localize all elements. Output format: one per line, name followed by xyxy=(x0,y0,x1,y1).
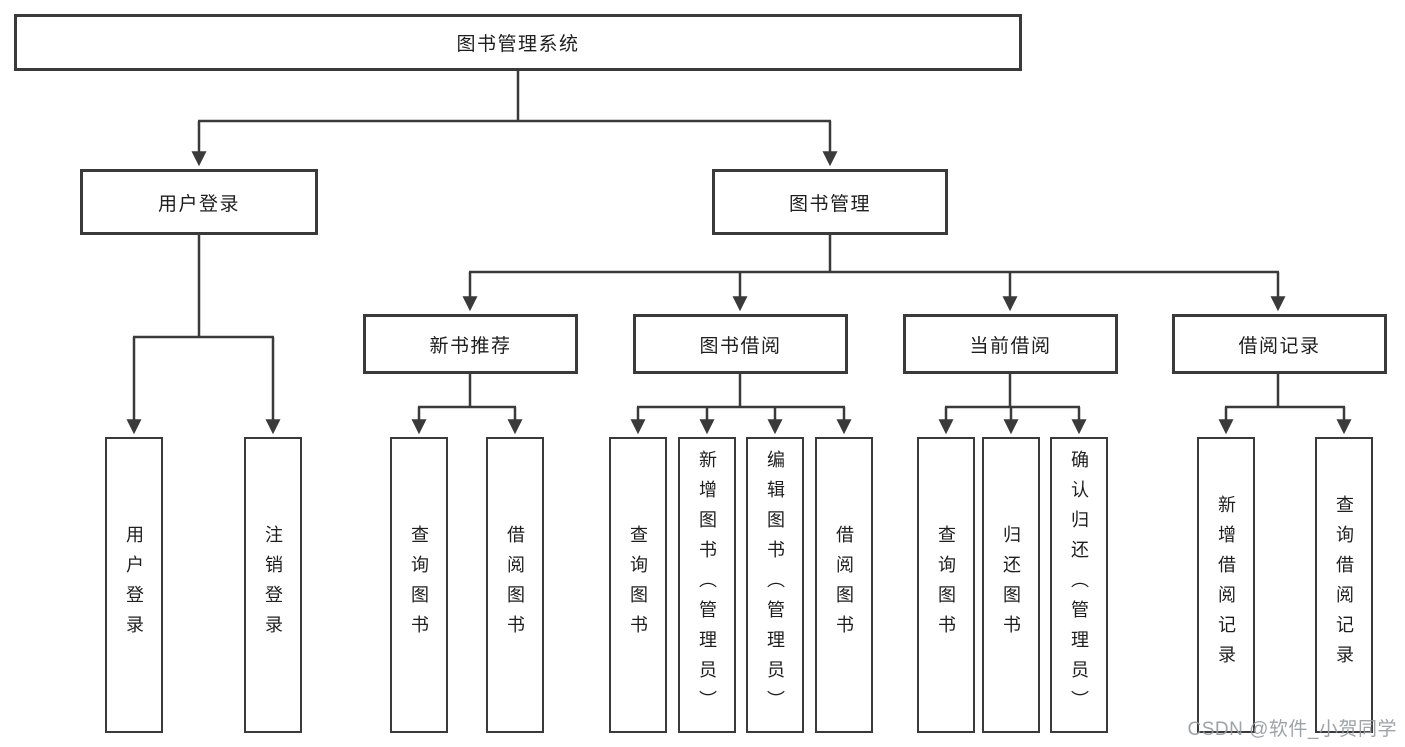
leaf-user-login: 用户登录 xyxy=(105,437,163,733)
leaf-records-query-record: 查询借阅记录 xyxy=(1315,437,1373,733)
leaf-borrow-edit-books-admin: 编辑图书（管理员） xyxy=(746,437,804,733)
node-label: 查询借阅记录 xyxy=(1334,495,1354,675)
node-label: 图书管理 xyxy=(788,193,871,215)
node-label: 查询图书 xyxy=(936,525,956,645)
node-user-login: 用户登录 xyxy=(80,169,318,235)
leaf-borrow-add-books-admin: 新增图书（管理员） xyxy=(678,437,736,733)
node-label: 注销登录 xyxy=(263,525,283,645)
leaf-borrow-borrow-books: 借阅图书 xyxy=(815,437,873,733)
leaf-current-query-books: 查询图书 xyxy=(917,437,975,733)
leaf-logout: 注销登录 xyxy=(244,437,302,733)
leaf-borrow-query-books: 查询图书 xyxy=(609,437,667,733)
leaf-recommend-query-books: 查询图书 xyxy=(390,437,448,733)
csdn-watermark: CSDN @软件_小贺同学 xyxy=(1187,719,1397,740)
node-label: 借阅图书 xyxy=(834,525,854,645)
leaf-current-return-books: 归还图书 xyxy=(982,437,1040,733)
node-label: 新增图书（管理员） xyxy=(697,450,717,720)
node-current-borrow: 当前借阅 xyxy=(903,314,1118,374)
node-borrow-records: 借阅记录 xyxy=(1172,314,1387,374)
node-label: 借阅记录 xyxy=(1238,335,1321,357)
node-label: 用户登录 xyxy=(124,525,144,645)
leaf-current-confirm-return-admin: 确认归还（管理员） xyxy=(1050,437,1108,733)
node-book-borrow: 图书借阅 xyxy=(633,314,848,374)
node-label: 查询图书 xyxy=(409,525,429,645)
node-label: 查询图书 xyxy=(628,525,648,645)
node-label: 图书管理系统 xyxy=(456,34,580,55)
node-label: 新书推荐 xyxy=(429,335,512,357)
node-root: 图书管理系统 xyxy=(14,14,1022,71)
node-label: 用户登录 xyxy=(157,193,240,215)
node-label: 确认归还（管理员） xyxy=(1069,450,1089,720)
node-label: 归还图书 xyxy=(1001,525,1021,645)
leaf-records-add-record: 新增借阅记录 xyxy=(1197,437,1255,733)
node-label: 当前借阅 xyxy=(969,335,1052,357)
node-book-management: 图书管理 xyxy=(712,169,948,235)
node-label: 借阅图书 xyxy=(505,525,525,645)
leaf-recommend-borrow-books: 借阅图书 xyxy=(486,437,544,733)
node-new-book-recommend: 新书推荐 xyxy=(363,314,578,374)
node-label: 编辑图书（管理员） xyxy=(765,450,785,720)
node-label: 图书借阅 xyxy=(699,335,782,357)
node-label: 新增借阅记录 xyxy=(1216,495,1236,675)
